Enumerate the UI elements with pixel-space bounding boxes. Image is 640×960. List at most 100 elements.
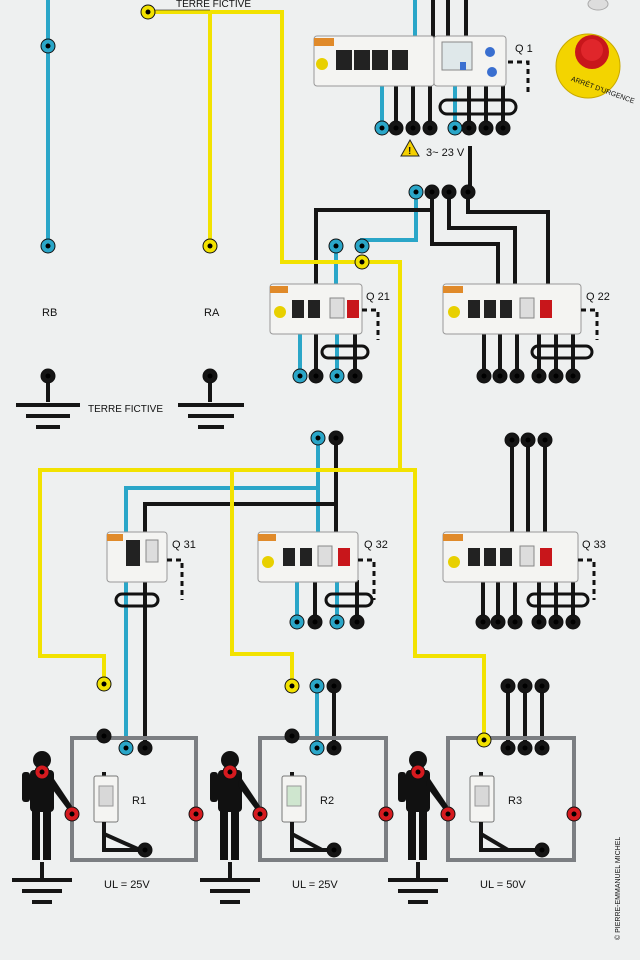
jack-hole <box>193 811 199 817</box>
jack-hole <box>333 243 339 249</box>
jack-hole <box>313 373 319 379</box>
jack-hole <box>142 847 148 853</box>
q22-label: Q 22 <box>586 291 610 303</box>
ground-icon <box>12 862 72 904</box>
breaker-q32[interactable] <box>257 531 359 583</box>
jack-hole <box>413 189 419 195</box>
voltage-label: 3~ 23 V <box>426 147 465 159</box>
q22-trip-link <box>530 308 599 360</box>
jack-hole <box>101 681 107 687</box>
emergency-stop-icon[interactable] <box>555 0 621 99</box>
jack-hole <box>101 733 107 739</box>
q31-trip-link <box>114 558 184 608</box>
jack-hole <box>354 619 360 625</box>
breaker-q31[interactable] <box>106 531 168 583</box>
q1-label: Q 1 <box>515 43 533 55</box>
jack-hole <box>481 373 487 379</box>
socket-icon[interactable] <box>281 775 307 823</box>
jack-hole <box>570 373 576 379</box>
jack-hole <box>536 373 542 379</box>
r1-label: R1 <box>132 795 146 807</box>
receiver-boxes <box>70 736 576 862</box>
jack-hole <box>123 745 129 751</box>
jack-hole <box>514 373 520 379</box>
jack-hole <box>294 619 300 625</box>
q21-trip-link <box>320 308 380 360</box>
jack-hole <box>553 619 559 625</box>
jack-hole <box>142 745 148 751</box>
jack-hole <box>297 373 303 379</box>
socket-icon[interactable] <box>93 775 119 823</box>
terre-fictive-top-label: TERRE FICTIVE <box>176 0 251 10</box>
jack-hole <box>207 373 213 379</box>
ground-icon <box>178 403 244 429</box>
jack-hole <box>509 437 515 443</box>
jack-hole <box>497 373 503 379</box>
ra-label: RA <box>204 307 220 319</box>
warning-icon: ! <box>400 138 420 157</box>
neutral-wires <box>46 0 457 748</box>
jack-hole <box>571 811 577 817</box>
jack-hole <box>452 125 458 131</box>
earth-wires <box>38 10 486 740</box>
jack-hole <box>570 619 576 625</box>
ul1-label: UL = 25V <box>104 879 150 891</box>
breaker-q21[interactable] <box>269 283 363 335</box>
jack-hole <box>505 745 511 751</box>
jack-terminals[interactable] <box>34 4 582 858</box>
ground-icon <box>16 403 80 429</box>
ul3-label: UL = 50V <box>480 879 526 891</box>
jack-hole <box>257 811 263 817</box>
jack-hole <box>483 125 489 131</box>
jack-hole <box>495 619 501 625</box>
jack-hole <box>45 243 51 249</box>
jack-hole <box>553 373 559 379</box>
jack-hole <box>334 619 340 625</box>
jack-hole <box>227 769 233 775</box>
q31-label: Q 31 <box>172 539 196 551</box>
jack-hole <box>512 619 518 625</box>
q32-trip-link <box>324 558 376 608</box>
r2-label: R2 <box>320 795 334 807</box>
jack-hole <box>359 243 365 249</box>
terre-fictive-mid-label: TERRE FICTIVE <box>88 404 163 415</box>
jack-hole <box>45 373 51 379</box>
ul2-label: UL = 25V <box>292 879 338 891</box>
jack-hole <box>480 619 486 625</box>
jack-hole <box>415 769 421 775</box>
jack-hole <box>333 435 339 441</box>
jack-hole <box>525 437 531 443</box>
jack-hole <box>446 189 452 195</box>
jack-hole <box>500 125 506 131</box>
ground-icon <box>200 862 260 904</box>
jack-hole <box>331 745 337 751</box>
jack-hole <box>352 373 358 379</box>
jack-hole <box>314 745 320 751</box>
jack-hole <box>383 811 389 817</box>
jack-hole <box>331 683 337 689</box>
q21-label: Q 21 <box>366 291 390 303</box>
jack-hole <box>312 619 318 625</box>
jack-hole <box>466 125 472 131</box>
q1-trip-link <box>438 60 530 116</box>
svg-text:!: ! <box>408 146 411 157</box>
jack-hole <box>69 811 75 817</box>
jack-hole <box>207 243 213 249</box>
breaker-q22[interactable] <box>442 283 582 335</box>
jack-hole <box>427 125 433 131</box>
jack-hole <box>542 437 548 443</box>
jack-hole <box>465 189 471 195</box>
breaker-q1[interactable] <box>313 35 507 87</box>
jack-hole <box>410 125 416 131</box>
box-internal-wires <box>102 822 542 852</box>
person-icon <box>22 751 72 860</box>
jack-hole <box>334 373 340 379</box>
person-icon <box>210 751 260 860</box>
jack-hole <box>539 683 545 689</box>
jack-hole <box>39 769 45 775</box>
socket-icon[interactable] <box>469 775 495 823</box>
q32-label: Q 32 <box>364 539 388 551</box>
person-icon <box>398 751 448 860</box>
breaker-q33[interactable] <box>442 531 579 583</box>
jack-hole <box>379 125 385 131</box>
